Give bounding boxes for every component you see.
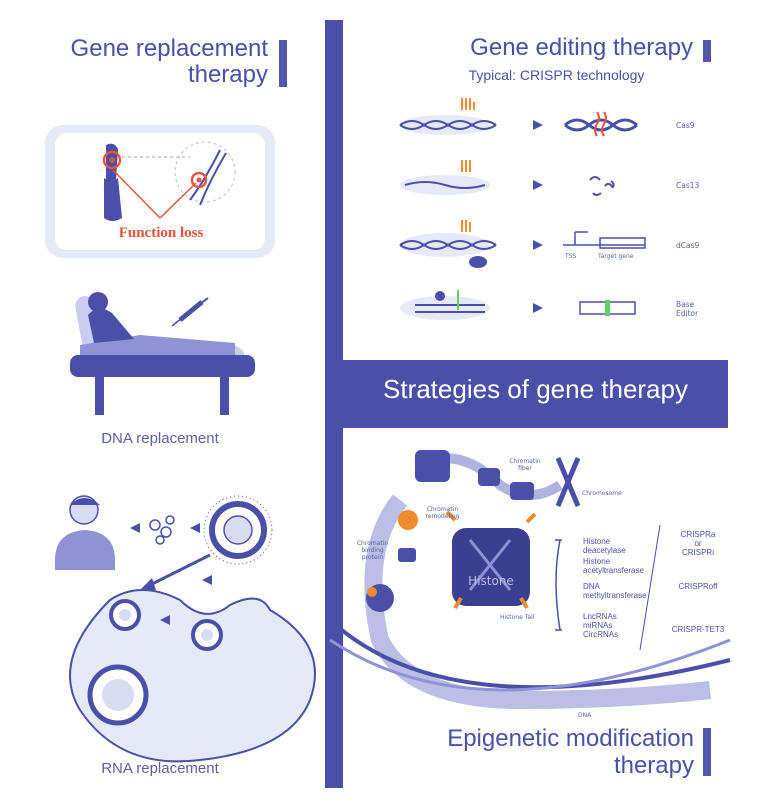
- editing-row-cas13: [400, 160, 615, 196]
- loss-line-right: [159, 182, 197, 219]
- label-crisproff: CRISPRoff: [678, 582, 718, 591]
- patient-icon: [55, 495, 115, 570]
- label-dna: DNA: [578, 712, 592, 719]
- editing-row-base-editor: [400, 290, 636, 320]
- function-loss-label: Function loss: [118, 225, 204, 241]
- label-target-gene: Target gene: [598, 253, 634, 260]
- particles-icon: [149, 515, 175, 545]
- gene-editing-title: Gene editing therapy: [470, 34, 693, 61]
- strategy-banner-title: Strategies of gene therapy: [383, 374, 688, 404]
- label-cas9: Cas9: [676, 121, 695, 130]
- label-dcas9: dCas9: [676, 241, 700, 250]
- hospital-bed-icon: [70, 292, 255, 415]
- chromatin-illustration: [328, 450, 731, 710]
- label-tss: TSS: [565, 253, 577, 260]
- gene-replacement-title-2: therapy: [187, 61, 268, 88]
- label-histone-tail: Histone Tail: [500, 614, 535, 621]
- mod-circ-line3: CircRNAs: [583, 630, 619, 639]
- epigenetic-title-bar: [703, 728, 711, 776]
- mod-dnmt-line1: DNA: [583, 582, 600, 591]
- syringe-icon: [171, 297, 209, 327]
- label-histone: Histone: [468, 574, 514, 588]
- mod-hat-line2: acetyltransferase: [583, 566, 644, 575]
- label-crispra: CRISPRa: [680, 530, 716, 539]
- rna-replacement-label: RNA replacement: [101, 760, 219, 777]
- editing-title-bar: [703, 40, 711, 62]
- virus-icon-large: [203, 495, 273, 565]
- dna-replacement-label: DNA replacement: [101, 430, 219, 447]
- label-or: or: [694, 539, 702, 548]
- epigenetic-title-1: Epigenetic modification: [447, 725, 694, 752]
- virus-icon-inside: [191, 619, 223, 651]
- editing-subtitle: Typical: CRISPR technology: [468, 67, 645, 83]
- loss-line-left: [112, 169, 161, 219]
- chromosome-icon: [102, 143, 122, 221]
- editing-row-cas9: [399, 98, 638, 137]
- gene-replacement-title-1: Gene replacement: [70, 35, 268, 62]
- mod-histone-deacetylase: Histone deacetylase: [583, 537, 626, 555]
- label-cas13: Cas13: [676, 181, 700, 190]
- label-chromosome: Chromosome: [582, 490, 622, 497]
- label-chromatin-binding: Chromatin binding protein: [356, 540, 389, 561]
- label-chromatin-fiber: Chromatin fiber: [509, 458, 541, 472]
- strategy-banner-bg: [325, 360, 728, 428]
- mod-dna-methyltransferase: DNA methyltransferase: [583, 582, 647, 600]
- mod-noncoding-rnas: LncRNAs miRNAs CircRNAs: [583, 612, 618, 639]
- crispra-group: CRISPRa or CRISPRi: [668, 530, 728, 557]
- label-crispri: CRISPRi: [681, 548, 714, 557]
- virus-icon-entering: [109, 599, 141, 631]
- mod-mirna-line2: miRNAs: [583, 621, 613, 630]
- mod-hdac-line1: Histone: [583, 537, 611, 546]
- mod-hat-line1: Histone: [583, 557, 611, 566]
- editing-row-dcas9: [399, 220, 646, 268]
- arrows-left: [130, 523, 212, 625]
- epigenetic-title-2: therapy: [613, 752, 694, 779]
- label-crispr-tet3: CRISPR-TET3: [671, 625, 725, 634]
- dna-zoom-icon: [189, 149, 227, 206]
- label-editor: Editor: [676, 309, 699, 318]
- mod-dnmt-line2: methyltransferase: [583, 591, 647, 600]
- zoom-circle: [174, 141, 236, 203]
- label-chromatin-remodeling: Chromatin remodeling: [425, 506, 460, 520]
- mod-hdac-line2: deacetylase: [583, 546, 626, 555]
- label-base: Base: [676, 300, 695, 309]
- cell-icon: [69, 589, 316, 763]
- mod-histone-acetyltransferase: Histone acetyltransferase: [583, 557, 644, 575]
- left-title-bar: [279, 40, 287, 87]
- mod-lnc-line1: LncRNAs: [583, 612, 617, 621]
